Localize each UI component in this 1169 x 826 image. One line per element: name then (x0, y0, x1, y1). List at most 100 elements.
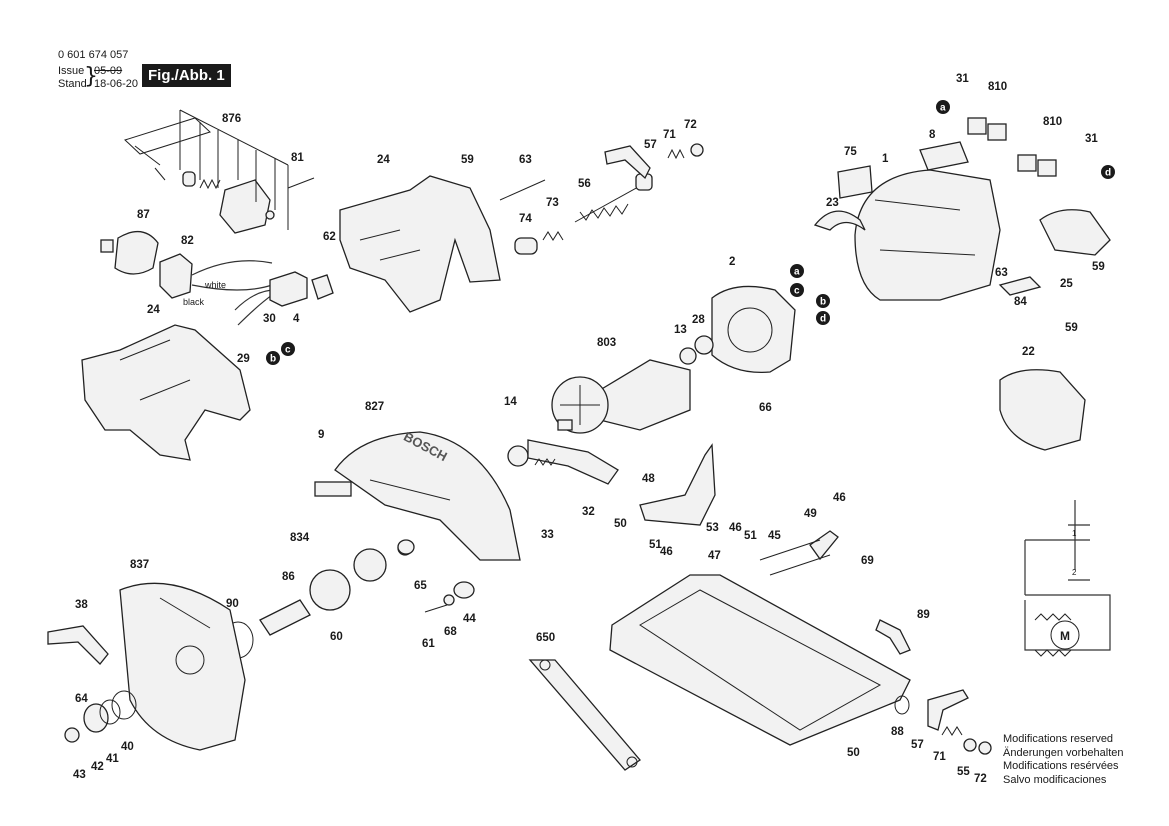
part-number-59: 59 (461, 154, 474, 166)
svg-text:c: c (285, 345, 291, 356)
part-number-64: 64 (75, 693, 88, 705)
part-number-57: 57 (644, 139, 657, 151)
wire-label-white: white (204, 280, 226, 290)
part-number-88: 88 (891, 726, 904, 738)
switch-pin-2: 2 (1072, 568, 1077, 577)
part-number-43: 43 (73, 769, 86, 781)
svg-text:b: b (820, 297, 826, 308)
part-number-63: 63 (519, 154, 532, 166)
part-number-50: 50 (614, 518, 627, 530)
stand-date: 18-06-20 (94, 78, 139, 90)
part-number-29: 29 (237, 353, 250, 365)
svg-text:d: d (820, 314, 826, 325)
part-number-25: 25 (1060, 278, 1073, 290)
part-number-59: 59 (1065, 322, 1078, 334)
part-number-810: 810 (1043, 116, 1062, 128)
part-number-13: 13 (674, 324, 687, 336)
part-number-49: 49 (804, 508, 817, 520)
note-line: Modifications resérvées (1003, 760, 1119, 772)
part-number-803: 803 (597, 337, 616, 349)
part-number-31: 31 (1085, 133, 1098, 145)
part-number-90: 90 (226, 598, 239, 610)
part-number-33: 33 (541, 529, 554, 541)
part-number-24: 24 (147, 304, 160, 316)
part-number-51: 51 (744, 530, 757, 542)
part-number-28: 28 (692, 314, 705, 326)
part-number-30: 30 (263, 313, 276, 325)
part-number-48: 48 (642, 473, 655, 485)
modification-notes: Modifications reserved Änderungen vorbeh… (1003, 733, 1123, 787)
svg-text:d: d (1105, 168, 1111, 179)
brace-icon: } (84, 64, 98, 89)
part-number-650: 650 (536, 632, 555, 644)
part-number-42: 42 (91, 761, 104, 773)
part-number-65: 65 (414, 580, 427, 592)
part-number-40: 40 (121, 741, 134, 753)
part-number-46: 46 (660, 546, 673, 558)
part-number-55: 55 (957, 766, 970, 778)
part-number-68: 68 (444, 626, 457, 638)
part-number-31: 31 (956, 73, 969, 85)
motor-symbol: M (1060, 629, 1070, 643)
wire-label-black: black (183, 297, 205, 307)
part-number-74: 74 (519, 213, 532, 225)
connector-d-badge: d (1101, 165, 1115, 179)
part-number-50: 50 (847, 747, 860, 759)
part-number-876: 876 (222, 113, 241, 125)
part-number-38: 38 (75, 599, 88, 611)
connector-b-badge: b (266, 351, 280, 365)
issue-label: Issue (58, 65, 85, 77)
connector-d-badge: d (816, 311, 830, 325)
svg-text:a: a (940, 103, 946, 114)
part-number-53: 53 (706, 522, 719, 534)
connector-a-badge: a (790, 264, 804, 278)
part-number-24: 24 (377, 154, 390, 166)
part-number-837: 837 (130, 559, 149, 571)
connector-c-badge: c (281, 342, 295, 356)
part-number-66: 66 (759, 402, 772, 414)
part-number-57: 57 (911, 739, 924, 751)
part-number-9: 9 (318, 429, 324, 441)
part-number-51: 51 (649, 539, 662, 551)
connector-c-badge: c (790, 283, 804, 297)
part-number-73: 73 (546, 197, 559, 209)
part-number-4: 4 (293, 313, 300, 325)
part-number-84: 84 (1014, 296, 1027, 308)
part-number-72: 72 (684, 119, 697, 131)
part-number-46: 46 (729, 522, 742, 534)
part-number-62: 62 (323, 231, 336, 243)
connector-b-badge: b (816, 294, 830, 308)
part-number-32: 32 (582, 506, 595, 518)
part-code: 0 601 674 057 (58, 49, 129, 61)
connector-a-badge: a (936, 100, 950, 114)
svg-text:c: c (794, 286, 800, 297)
part-number-46: 46 (833, 492, 846, 504)
part-number-45: 45 (768, 530, 781, 542)
part-number-8: 8 (929, 129, 936, 141)
part-number-89: 89 (917, 609, 930, 621)
part-number-2: 2 (729, 256, 735, 268)
part-number-86: 86 (282, 571, 295, 583)
part-number-834: 834 (290, 532, 310, 544)
part-number-69: 69 (861, 555, 874, 567)
svg-text:a: a (794, 267, 800, 278)
part-number-60: 60 (330, 631, 343, 643)
stand-label: Stand (58, 78, 87, 90)
part-number-63: 63 (995, 267, 1008, 279)
figure-title: Fig./Abb. 1 (142, 64, 231, 87)
part-number-827: 827 (365, 401, 384, 413)
switch-pin-1: 1 (1072, 529, 1077, 538)
part-number-41: 41 (106, 753, 119, 765)
note-line: Salvo modificaciones (1003, 773, 1107, 786)
part-number-75: 75 (844, 146, 857, 158)
part-number-87: 87 (137, 209, 150, 221)
part-number-14: 14 (504, 396, 517, 408)
part-number-56: 56 (578, 178, 591, 190)
part-number-1: 1 (882, 153, 889, 165)
part-number-72: 72 (974, 773, 987, 785)
part-number-59: 59 (1092, 261, 1105, 273)
part-number-71: 71 (933, 751, 946, 763)
part-number-61: 61 (422, 638, 435, 650)
